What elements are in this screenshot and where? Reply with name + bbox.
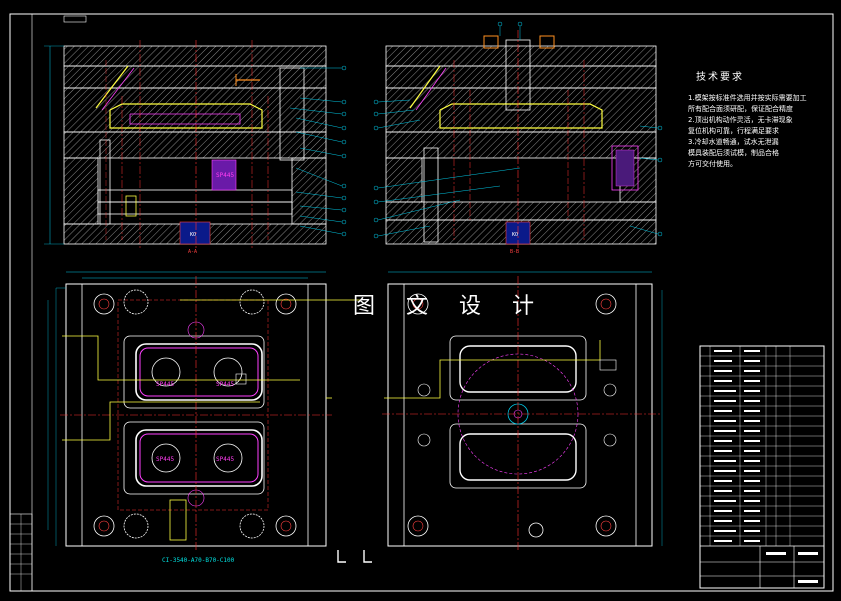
inner-frame bbox=[31, 13, 834, 592]
section-caption: B-B bbox=[510, 249, 520, 255]
tech-line: 3.冷却水道畅通，试水无泄漏 bbox=[688, 138, 779, 146]
technical-requirements: 技术要求 1.模架按标准件选用并按实际需要加工 所有配合面须研配，保证配合精度 … bbox=[688, 72, 838, 170]
plan-view-left bbox=[47, 271, 360, 552]
watermark: 图 文 设 计 bbox=[353, 294, 546, 319]
ko-label: KO bbox=[512, 232, 519, 238]
plan-view-right bbox=[382, 271, 663, 552]
section-view-left bbox=[44, 40, 327, 250]
mold-base-spec: CI-3540-A70-B70-C100 bbox=[162, 557, 235, 564]
tech-line: 方可交付使用。 bbox=[688, 160, 737, 168]
drawing-number-box bbox=[63, 15, 87, 23]
margin-table-lines bbox=[10, 514, 32, 591]
tech-line: 模具装配后须试模，制品合格 bbox=[688, 149, 779, 157]
title-block bbox=[699, 345, 825, 589]
part-label: SP445 bbox=[216, 381, 235, 388]
section-view-right bbox=[385, 30, 657, 250]
part-label: SP445 bbox=[156, 381, 175, 388]
part-label: SP445 bbox=[216, 172, 235, 179]
tech-line: 2.顶出机构动作灵活，无卡滞现象 bbox=[688, 116, 793, 124]
ko-label: KO bbox=[190, 232, 197, 238]
leaders-left bbox=[289, 65, 347, 237]
view-marker bbox=[337, 550, 372, 563]
leaders-right bbox=[373, 21, 663, 239]
tech-line: 复位机构可靠，行程满足要求 bbox=[688, 127, 779, 135]
tech-line: 1.模架按标准件选用并按实际需要加工 bbox=[688, 94, 807, 102]
section-caption: A-A bbox=[188, 249, 198, 255]
part-label: SP445 bbox=[156, 456, 175, 463]
tech-title: 技术要求 bbox=[696, 72, 744, 83]
tech-line: 所有配合面须研配，保证配合精度 bbox=[688, 105, 793, 113]
part-label: SP445 bbox=[216, 456, 235, 463]
title-block-text-marks bbox=[714, 350, 818, 583]
